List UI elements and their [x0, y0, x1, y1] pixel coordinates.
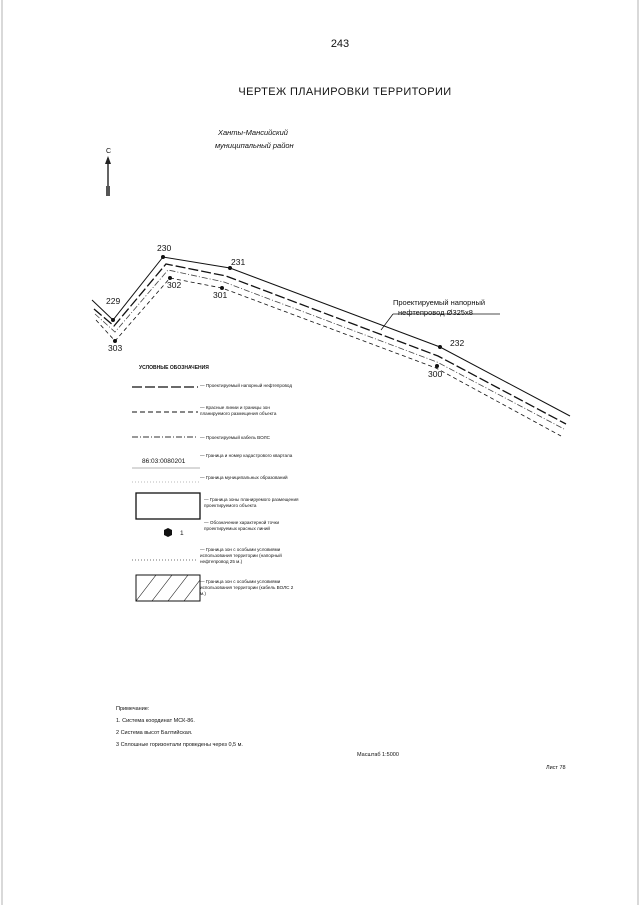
sheet-number: Лист 78 — [546, 765, 566, 771]
point-label-229: 229 — [106, 296, 121, 306]
pipeline-line — [93, 263, 567, 425]
legend-symbol-zone2-hatch — [135, 574, 201, 602]
red-line-inner — [95, 277, 562, 437]
point-232-marker — [438, 345, 442, 349]
point-label-231: 231 — [231, 257, 246, 267]
note-item: 1. Система координат МСК-86. — [116, 718, 195, 724]
plan-map — [91, 255, 571, 437]
legend-item-zone: — Граница зоны планируемого размещения п… — [204, 497, 299, 508]
legend-item-point: — Обозначение характерной точки проектир… — [204, 520, 280, 531]
pipeline-callout-leader — [380, 313, 394, 331]
note-item: 3 Сплошные горизонтали проведены через 0… — [116, 742, 243, 748]
legend-item-red-lines: — Красные линии и границы зон планируемо… — [200, 405, 277, 416]
point-300-marker — [435, 364, 439, 368]
point-303-marker — [113, 339, 117, 343]
north-label: С — [106, 148, 112, 155]
north-arrow-icon — [105, 156, 111, 196]
page-edge-left — [1, 0, 3, 905]
legend-item-pipeline: — Проектируемый напорный нефтепровод — [200, 383, 293, 388]
page-edge-right — [637, 0, 639, 905]
legend-item-cable: — Проектируемый кабель ВОЛС — [200, 435, 270, 440]
point-label-303: 303 — [108, 343, 123, 353]
legend-symbol-zone-rect — [135, 492, 201, 520]
point-label-302: 302 — [167, 280, 182, 290]
legend-item-municipal: — Граница муниципальных образований — [200, 475, 288, 480]
pipeline-label-line2: нефтепровод Ø325х8 — [398, 308, 473, 317]
notes-title: Примечание: — [116, 706, 150, 712]
legend-symbol-point-marker — [164, 528, 172, 537]
legend-item-zone-25m: — Граница зон с особыми условиями исполь… — [200, 547, 282, 564]
legend-title: УСЛОВНЫЕ ОБОЗНАЧЕНИЯ — [139, 365, 209, 371]
point-label-300: 300 — [428, 369, 443, 379]
drawing-title: ЧЕРТЕЖ ПЛАНИРОВКИ ТЕРРИТОРИИ — [238, 86, 452, 98]
legend-item-zone-2m: — Граница зон с особыми условиями исполь… — [200, 579, 294, 596]
legend-sample-cadastral-number: 86:03:0080201 — [142, 458, 186, 465]
page-number: 243 — [330, 38, 350, 50]
point-label-301: 301 — [213, 290, 228, 300]
region-name-line1: Ханты-Мансийский — [218, 128, 288, 137]
point-229-marker — [111, 318, 115, 322]
note-item: 2 Система высот Балтийская. — [116, 730, 193, 736]
region-name-line2: муниципальный район — [215, 141, 294, 150]
pipeline-label-line1: Проектируемый напорный — [393, 298, 486, 307]
point-label-232: 232 — [450, 338, 465, 348]
point-301-marker — [220, 286, 224, 290]
legend-sample-point-number: 1 — [180, 530, 184, 537]
legend-symbols — [132, 386, 201, 602]
point-230-marker — [161, 255, 165, 259]
zone-boundary-outer — [91, 256, 571, 417]
legend-item-cadastral: — Граница и номер кадастрового квартала — [200, 453, 293, 458]
point-231-marker — [228, 266, 232, 270]
point-label-230: 230 — [157, 243, 172, 253]
scale-label: Масштаб 1:5000 — [357, 752, 399, 758]
cable-line — [94, 269, 565, 430]
point-302-marker — [168, 276, 172, 280]
